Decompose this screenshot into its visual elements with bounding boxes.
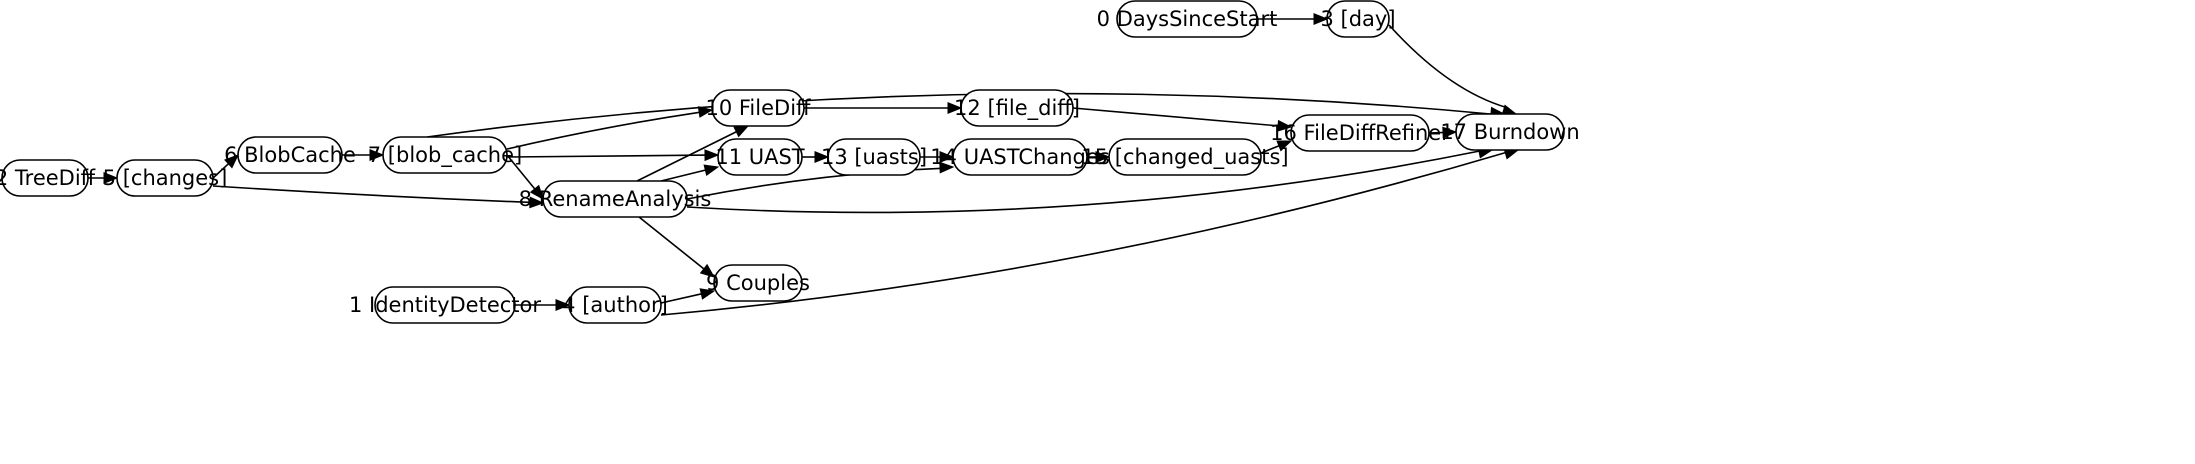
edge-arrowhead (1276, 140, 1293, 152)
node-label: 6 BlobCache (224, 143, 356, 167)
node-label: 13 [uasts] (821, 145, 927, 169)
graph-edge-8-renameanalysis-to-17-burndown (686, 149, 1482, 214)
graph-edge-5-changes-to-8-renameanalysis (212, 185, 533, 204)
node-label: 3 [day] (1320, 7, 1395, 31)
graph-node-16-filediffrefiner[interactable]: 16 FileDiffRefiner (1270, 114, 1450, 152)
node-label: 11 UAST (715, 145, 804, 169)
graph-node-12-file-diff[interactable]: 12 [file_diff] (954, 89, 1080, 127)
edge-arrowhead (529, 196, 545, 209)
node-outline (1326, 0, 1390, 38)
node-label: 2 TreeDiff (0, 166, 96, 190)
graph-node-11-uast[interactable]: 11 UAST (715, 138, 805, 176)
node-outline (711, 89, 805, 127)
node-label: 7 [blob_cache] (368, 143, 522, 168)
node-label: 10 FileDiff (705, 96, 811, 120)
node-outline (960, 89, 1074, 127)
edge-arrowhead (224, 154, 239, 169)
edge-arrowhead (697, 106, 714, 118)
graph-edge-8-renameanalysis-to-11-uast (660, 168, 708, 182)
edge-arrowhead (1095, 151, 1111, 163)
graph-edge-7-blob-cache-to-11-uast (506, 154, 708, 158)
node-label: 17 Burndown (1440, 120, 1579, 144)
graph-node-8-renameanalysis[interactable]: 8 RenameAnalysis (519, 180, 712, 218)
node-label: 16 FileDiffRefiner (1270, 121, 1450, 145)
edge-arrowhead (369, 149, 385, 161)
graph-edge-12-file-diff-to-16-filediffrefiner (1072, 107, 1281, 127)
graph-edge-3-day-to-17-burndown (1388, 24, 1508, 109)
graph-node-17-burndown[interactable]: 17 Burndown (1440, 113, 1580, 151)
graph-node-3-day[interactable]: 3 [day] (1320, 0, 1396, 38)
node-label: 8 RenameAnalysis (519, 187, 712, 211)
graph-node-13-uasts[interactable]: 13 [uasts] (821, 138, 927, 176)
edge-arrowhead (103, 172, 119, 184)
node-outline (382, 136, 508, 174)
node-label: 0 DaysSinceStart (1097, 7, 1278, 31)
graph-edge-8-renameanalysis-to-10-filediff (636, 130, 739, 182)
node-label: 9 Couples (706, 271, 810, 295)
edge-arrowhead (703, 164, 720, 176)
graph-node-7-blob-cache[interactable]: 7 [blob_cache] (368, 136, 522, 174)
node-outline (952, 138, 1088, 176)
edge-arrowhead (1313, 13, 1329, 25)
node-outline (116, 159, 214, 197)
graph-edge-8-renameanalysis-to-9-couples (638, 216, 706, 271)
node-outline (568, 286, 662, 324)
edge-arrowhead (733, 125, 750, 138)
node-outline (713, 264, 803, 302)
graph-edge-7-blob-cache-to-10-filediff (506, 111, 702, 150)
edge-arrowhead (699, 263, 716, 278)
graph-node-5-changes[interactable]: 5 [changes] (103, 159, 228, 197)
graph-edge-7-blob-cache-to-8-renameanalysis (506, 154, 537, 191)
graph-node-10-filediff[interactable]: 10 FileDiff (705, 89, 811, 127)
node-label: 14 UASTChanges (930, 145, 1109, 169)
node-outline (1455, 113, 1565, 151)
edge-arrowhead (555, 299, 571, 311)
edge-arrowhead (699, 288, 716, 300)
node-outline (237, 136, 343, 174)
graph-node-1-identitydetector[interactable]: 1 IdentityDetector (349, 286, 541, 324)
node-outline (1290, 114, 1430, 152)
edge-arrowhead (939, 151, 955, 163)
graph-node-4-author[interactable]: 4 [author] (562, 286, 668, 324)
node-outline (827, 138, 921, 176)
graph-node-15-changed-uasts[interactable]: 15 [changed_uasts] (1081, 138, 1289, 176)
node-outline (542, 180, 688, 218)
graph-node-14-uastchanges[interactable]: 14 UASTChanges (930, 138, 1110, 176)
nodes-layer: 0 DaysSinceStart 1 IdentityDetector 2 Tree… (0, 0, 1580, 324)
graph-edge-7-blob-cache-to-17-burndown (426, 92, 1494, 138)
edge-arrowhead (1442, 126, 1458, 139)
edge-arrowhead (529, 184, 544, 201)
node-label: 4 [author] (562, 293, 668, 317)
node-outline (1108, 138, 1262, 176)
edge-arrowhead (1277, 119, 1293, 132)
graph-node-6-blobcache[interactable]: 6 BlobCache (224, 136, 356, 174)
edge-arrowhead (814, 151, 830, 163)
graph-edge-4-author-to-9-couples (660, 292, 704, 304)
node-label: 1 IdentityDetector (349, 293, 541, 317)
node-outline (717, 138, 803, 176)
node-outline (1116, 0, 1258, 38)
graph-node-0-dayssincestart[interactable]: 0 DaysSinceStart (1097, 0, 1278, 38)
edge-arrowhead (939, 161, 955, 174)
graph-edge-4-author-to-17-burndown (660, 151, 1508, 316)
node-outline (1, 159, 89, 197)
edges-layer (88, 13, 1520, 316)
node-label: 12 [file_diff] (954, 96, 1080, 121)
graph-node-9-couples[interactable]: 9 Couples (706, 264, 810, 302)
edge-arrowhead (704, 149, 720, 162)
node-outline (374, 286, 516, 324)
graph-node-2-treediff[interactable]: 2 TreeDiff (0, 159, 96, 197)
node-label: 5 [changes] (103, 166, 228, 190)
edge-arrowhead (947, 102, 963, 114)
node-label: 15 [changed_uasts] (1081, 145, 1288, 170)
